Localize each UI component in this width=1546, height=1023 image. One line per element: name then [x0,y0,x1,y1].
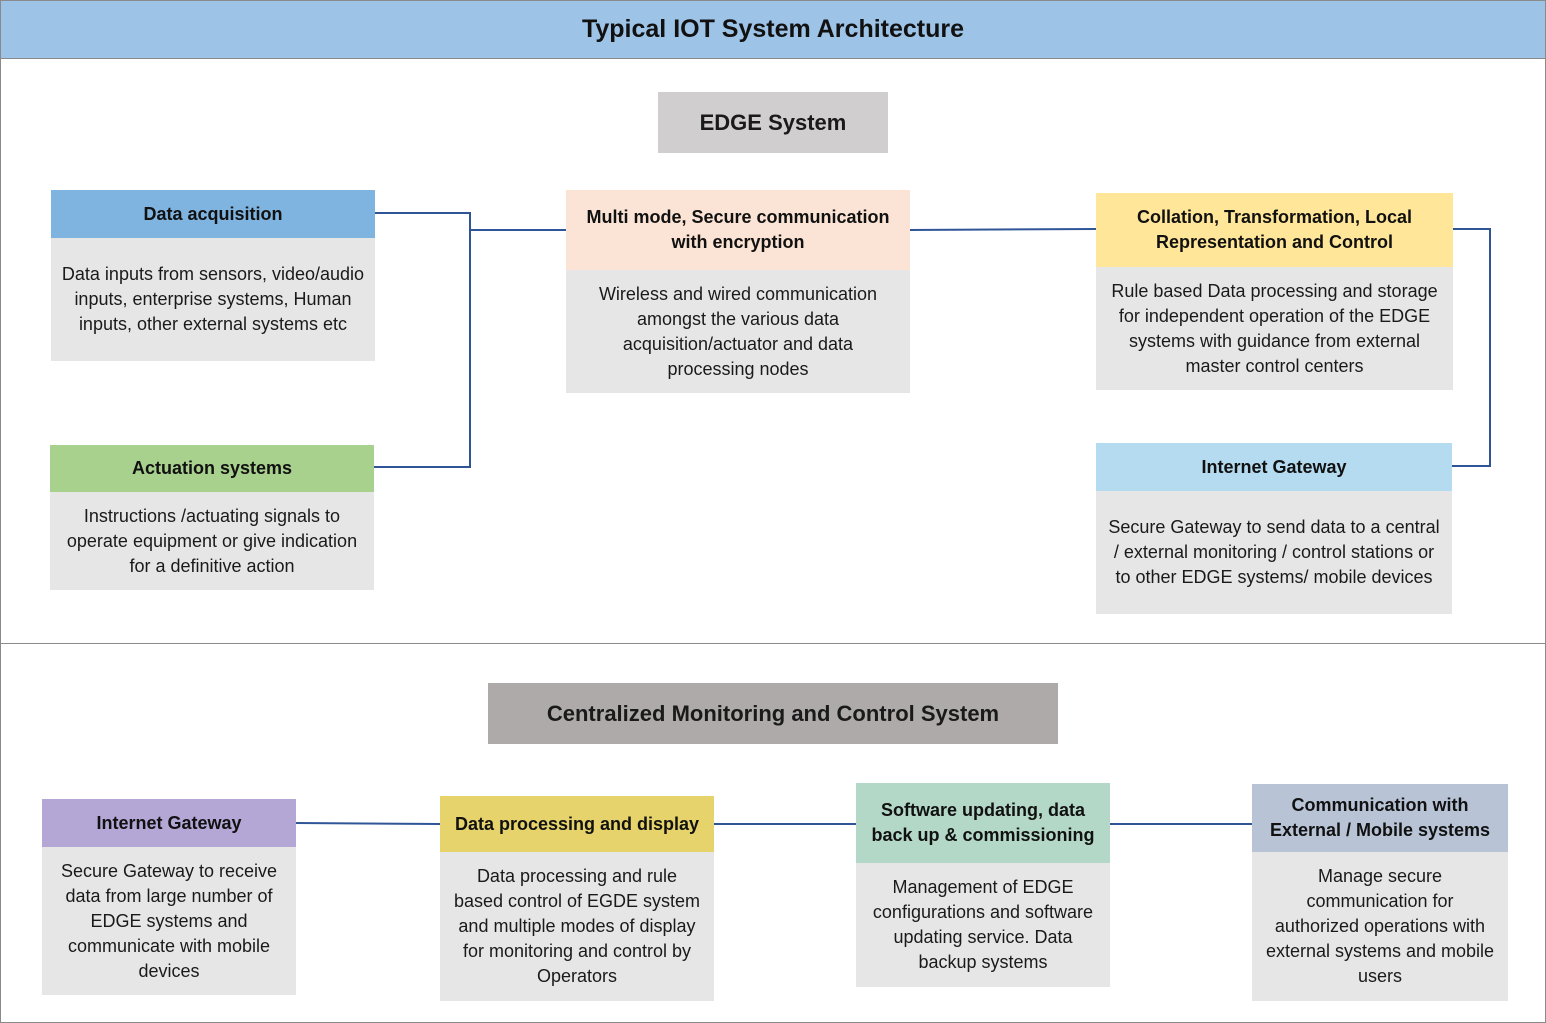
collation-description: Rule based Data processing and storage f… [1096,267,1453,390]
data-processing-title: Data processing and display [440,796,714,852]
actuation-systems-description: Instructions /actuating signals to opera… [50,492,374,590]
edge-internet-gateway-description: Secure Gateway to send data to a central… [1096,491,1452,614]
central-internet-gateway-box: Internet Gateway Secure Gateway to recei… [42,799,296,995]
communication-box: Multi mode, Secure communication with en… [566,190,910,393]
external-communication-box: Communication with External / Mobile sys… [1252,784,1508,1001]
external-communication-description: Manage secure communication for authoriz… [1252,852,1508,1001]
central-internet-gateway-description: Secure Gateway to receive data from larg… [42,847,296,995]
section-divider [0,643,1546,644]
link-actuation-to-comm [374,230,471,468]
collation-title: Collation, Transformation, Local Represe… [1096,193,1453,267]
link-comm-to-collation [909,228,1097,231]
software-updating-description: Management of EDGE configurations and so… [856,863,1110,987]
software-updating-title: Software updating, data back up & commis… [856,783,1110,863]
software-updating-box: Software updating, data back up & commis… [856,783,1110,987]
data-processing-description: Data processing and rule based control o… [440,852,714,1001]
edge-internet-gateway-title: Internet Gateway [1096,443,1452,491]
central-system-label: Centralized Monitoring and Control Syste… [488,683,1058,744]
actuation-systems-box: Actuation systems Instructions /actuatin… [50,445,374,590]
link-gateway-to-processing [295,822,441,825]
data-acquisition-box: Data acquisition Data inputs from sensor… [51,190,375,361]
link-acquisition-to-comm [375,212,566,231]
data-acquisition-description: Data inputs from sensors, video/audio in… [51,238,375,361]
edge-system-label: EDGE System [658,92,888,153]
communication-title: Multi mode, Secure communication with en… [566,190,910,270]
communication-description: Wireless and wired communication amongst… [566,270,910,393]
diagram-title: Typical IOT System Architecture [1,1,1545,59]
collation-box: Collation, Transformation, Local Represe… [1096,193,1453,390]
data-processing-box: Data processing and display Data process… [440,796,714,1001]
link-collation-to-gateway [1452,228,1491,467]
edge-internet-gateway-box: Internet Gateway Secure Gateway to send … [1096,443,1452,614]
external-communication-title: Communication with External / Mobile sys… [1252,784,1508,852]
data-acquisition-title: Data acquisition [51,190,375,238]
central-internet-gateway-title: Internet Gateway [42,799,296,847]
actuation-systems-title: Actuation systems [50,445,374,492]
